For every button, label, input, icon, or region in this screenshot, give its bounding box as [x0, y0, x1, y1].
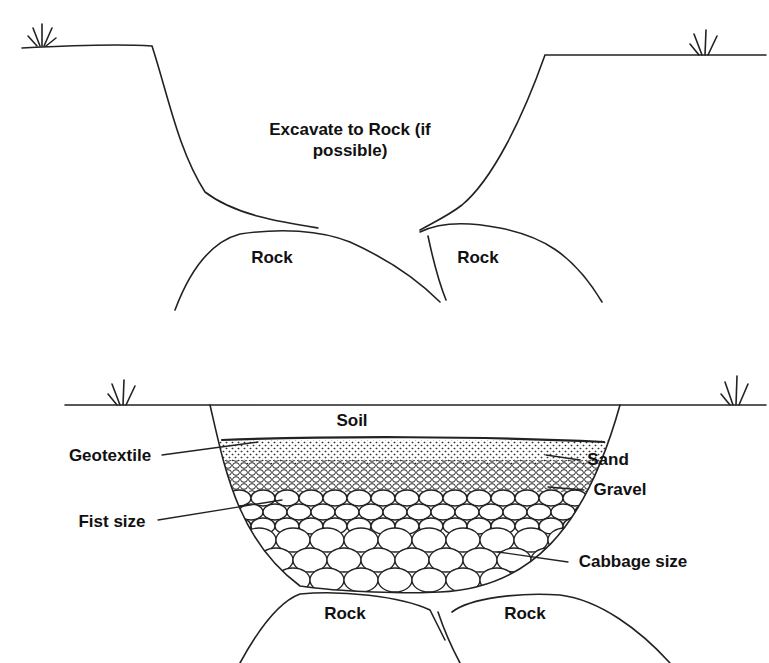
pit-outline	[210, 405, 620, 593]
stone	[275, 490, 299, 506]
stone	[611, 518, 635, 534]
stone	[311, 504, 335, 520]
stone	[347, 490, 371, 506]
stone	[359, 504, 383, 520]
rock-outline	[420, 224, 602, 302]
stone	[515, 490, 539, 506]
stone	[371, 490, 395, 506]
stone	[443, 490, 467, 506]
stone	[225, 548, 259, 572]
stone	[407, 504, 431, 520]
stone	[287, 504, 311, 520]
rock-outline	[240, 593, 445, 663]
stone	[383, 504, 407, 520]
stone	[527, 504, 551, 520]
stone	[587, 518, 611, 534]
stone	[323, 490, 347, 506]
rock-label: Rock	[457, 247, 499, 268]
stone	[599, 504, 623, 520]
stone	[548, 568, 582, 592]
stone	[203, 518, 227, 534]
stone	[335, 504, 359, 520]
geotextile-line	[222, 437, 604, 442]
stone	[548, 528, 582, 552]
stone	[479, 504, 503, 520]
stone	[503, 504, 527, 520]
stone	[419, 490, 443, 506]
stone	[203, 490, 227, 506]
stone	[431, 504, 455, 520]
stone	[242, 568, 276, 592]
gravel-layer	[200, 460, 630, 492]
layer-label: Gravel	[594, 479, 647, 500]
stone	[378, 568, 412, 592]
stone	[208, 568, 242, 592]
stone	[582, 528, 616, 552]
layer-label: Cabbage size	[579, 551, 688, 572]
stone	[299, 490, 323, 506]
layer-label: Fist size	[78, 511, 145, 532]
rock-crack	[428, 236, 446, 300]
leader-line	[548, 487, 584, 490]
leader-line	[158, 500, 282, 520]
stone	[514, 568, 548, 592]
lower-section	[65, 376, 766, 663]
rock-label: Rock	[251, 247, 293, 268]
rock-label: Rock	[324, 603, 366, 624]
stone	[215, 504, 239, 520]
grass-tuft	[28, 24, 56, 46]
stone	[395, 490, 419, 506]
ground-line	[420, 55, 766, 230]
stone	[227, 518, 251, 534]
layer-label: Sand	[587, 449, 629, 470]
ground-line	[65, 404, 766, 406]
stone	[623, 504, 647, 520]
stone	[227, 490, 251, 506]
stone	[531, 548, 565, 572]
instruction-note: Excavate to Rock (if possible)	[263, 119, 438, 162]
rock-outline	[452, 594, 670, 663]
stone	[263, 504, 287, 520]
stone	[412, 568, 446, 592]
stone	[208, 528, 242, 552]
leader-line	[498, 552, 568, 562]
leader-line	[162, 442, 258, 455]
layer-label: Geotextile	[69, 445, 151, 466]
stone	[582, 568, 616, 592]
stone	[539, 490, 563, 506]
stone	[446, 568, 480, 592]
stone	[455, 504, 479, 520]
grass-tuft	[108, 380, 135, 405]
leader-line	[546, 455, 580, 460]
stone	[344, 568, 378, 592]
stone	[467, 490, 491, 506]
rock-crack	[438, 612, 460, 663]
rock-outline	[175, 231, 440, 310]
stone	[491, 490, 515, 506]
layer-label: Soil	[336, 410, 367, 431]
grass-tuft	[721, 376, 748, 405]
grass-tuft	[690, 30, 717, 55]
upper-section	[22, 24, 766, 310]
rock-label: Rock	[504, 603, 546, 624]
